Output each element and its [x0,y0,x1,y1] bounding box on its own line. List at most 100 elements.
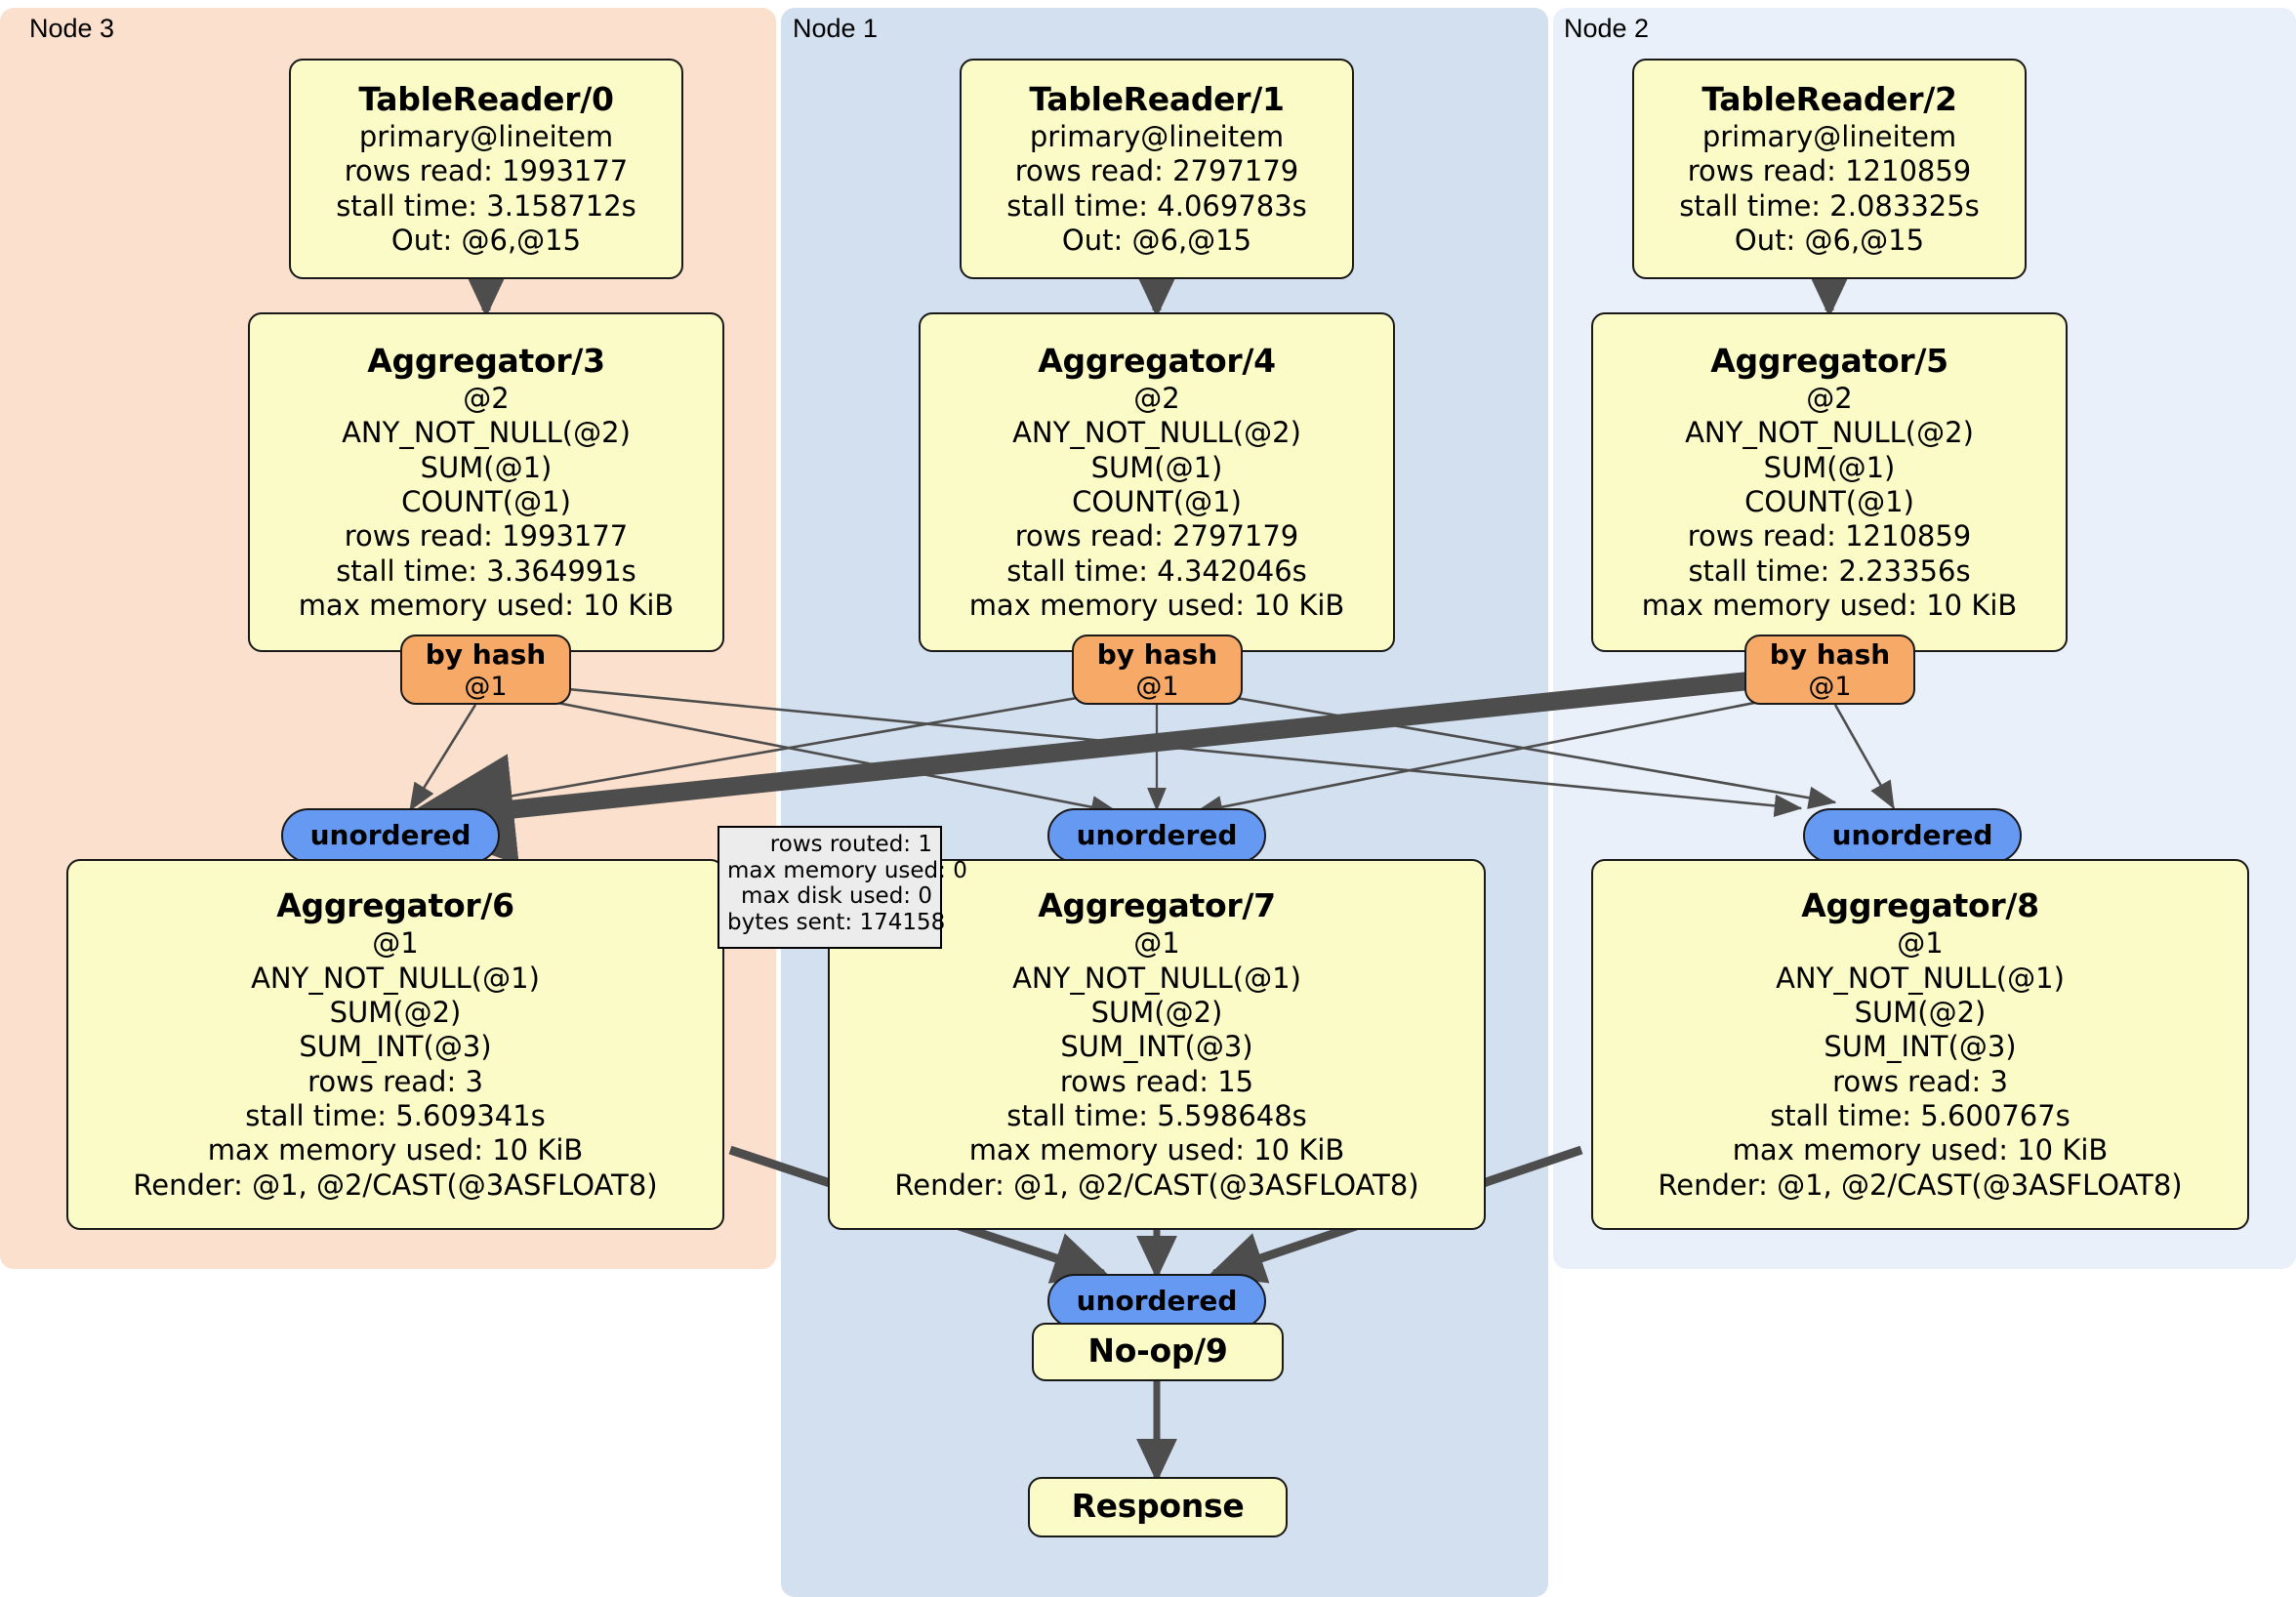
operator-detail: SUM(@1) [1090,450,1223,484]
operator-detail: @1 [1133,926,1180,961]
operator-detail: ANY_NOT_NULL(@2) [1685,416,1974,450]
operator-detail: rows read: 15 [1059,1064,1254,1098]
operator-detail: ANY_NOT_NULL(@2) [342,416,631,450]
operator-detail: stall time: 5.600767s [1770,1099,2070,1132]
stat-line: max memory used: 0 [727,857,967,883]
unordered-label: unordered [1831,818,1993,851]
operator-box-response[interactable]: Response [1028,1477,1288,1537]
operator-detail: rows read: 1210859 [1687,154,1972,188]
unordered-label: unordered [1076,818,1238,851]
unordered-label: unordered [309,818,472,851]
operator-title: Aggregator/5 [1710,341,1948,380]
operator-detail: SUM_INT(@3) [1060,1030,1253,1064]
operator-box-aggregator-4[interactable]: Aggregator/4 @2 ANY_NOT_NULL(@2) SUM(@1)… [919,312,1395,652]
operator-title: Aggregator/4 [1038,341,1276,380]
operator-detail: primary@lineitem [1029,119,1285,153]
by-hash-router-node-3[interactable]: by hash @1 [400,635,571,705]
unordered-synchronizer-node-2[interactable]: unordered [1803,808,2022,863]
operator-title: Aggregator/7 [1038,885,1276,924]
unordered-synchronizer-node-3[interactable]: unordered [281,808,500,863]
operator-detail: primary@lineitem [358,119,614,153]
operator-title: No-op/9 [1087,1331,1228,1371]
stat-line: bytes sent: 174158 [727,910,946,936]
operator-detail: @2 [1133,381,1180,415]
unordered-synchronizer-final[interactable]: unordered [1047,1274,1266,1329]
operator-detail: @1 [372,926,419,961]
by-hash-column: @1 [464,671,508,702]
operator-detail: stall time: 4.069783s [1006,188,1307,223]
by-hash-label: by hash [425,638,547,672]
by-hash-router-node-1[interactable]: by hash @1 [1072,635,1243,705]
cluster-label-node-2: Node 2 [1564,14,1650,43]
operator-detail: rows read: 2797179 [1014,519,1299,553]
operator-title: Aggregator/6 [276,885,514,924]
operator-detail: Render: @1, @2/CAST(@3ASFLOAT8) [133,1167,658,1202]
operator-detail: SUM(@2) [1090,995,1223,1029]
by-hash-column: @1 [1135,671,1179,702]
operator-detail: max memory used: 10 KiB [207,1133,584,1167]
operator-box-tablereader-1[interactable]: TableReader/1 primary@lineitem rows read… [960,59,1354,279]
operator-detail: Out: @6,@15 [1061,224,1252,257]
by-hash-column: @1 [1808,671,1852,702]
operator-detail: COUNT(@1) [1744,484,1914,518]
operator-detail: rows read: 1210859 [1687,519,1972,553]
operator-detail: rows read: 1993177 [344,154,629,188]
operator-detail: SUM(@1) [420,450,553,484]
operator-title: TableReader/1 [1029,79,1285,118]
by-hash-label: by hash [1769,638,1891,672]
operator-detail: rows read: 2797179 [1014,154,1299,188]
operator-detail: ANY_NOT_NULL(@2) [1012,416,1301,450]
operator-detail: SUM_INT(@3) [299,1030,492,1064]
operator-title: Response [1071,1487,1245,1526]
operator-detail: SUM(@1) [1763,450,1896,484]
operator-detail: COUNT(@1) [1072,484,1242,518]
operator-detail: stall time: 3.158712s [336,188,636,223]
operator-detail: stall time: 5.598648s [1006,1099,1307,1132]
operator-detail: stall time: 4.342046s [1006,553,1307,588]
operator-detail: @2 [1806,381,1853,415]
operator-box-tablereader-0[interactable]: TableReader/0 primary@lineitem rows read… [289,59,683,279]
operator-box-tablereader-2[interactable]: TableReader/2 primary@lineitem rows read… [1632,59,2027,279]
operator-detail: rows read: 3 [308,1064,483,1098]
operator-detail: max memory used: 10 KiB [968,589,1345,623]
operator-detail: SUM_INT(@3) [1824,1030,2017,1064]
operator-detail: ANY_NOT_NULL(@1) [1776,961,2065,995]
operator-detail: ANY_NOT_NULL(@1) [1012,961,1301,995]
operator-detail: SUM(@2) [329,995,462,1029]
operator-detail: max memory used: 10 KiB [1732,1133,2109,1167]
unordered-label: unordered [1076,1284,1238,1317]
operator-detail: stall time: 2.23356s [1688,553,1971,588]
operator-detail: rows read: 3 [1832,1064,2008,1098]
operator-title: Aggregator/8 [1801,885,2039,924]
operator-box-noop-9[interactable]: No-op/9 [1032,1323,1284,1381]
operator-box-aggregator-3[interactable]: Aggregator/3 @2 ANY_NOT_NULL(@2) SUM(@1)… [248,312,724,652]
operator-detail: Out: @6,@15 [1734,224,1925,257]
operator-detail: max memory used: 10 KiB [968,1133,1345,1167]
operator-detail: max memory used: 10 KiB [298,589,675,623]
operator-box-aggregator-8[interactable]: Aggregator/8 @1 ANY_NOT_NULL(@1) SUM(@2)… [1591,859,2249,1230]
stream-stats-box: rows routed: 1 max memory used: 0 max di… [718,826,967,949]
cluster-label-node-1: Node 1 [793,14,879,43]
operator-title: TableReader/2 [1702,79,1957,118]
operator-detail: stall time: 5.609341s [245,1099,546,1132]
operator-detail: @1 [1897,926,1944,961]
by-hash-label: by hash [1096,638,1218,672]
operator-detail: Render: @1, @2/CAST(@3ASFLOAT8) [894,1167,1419,1202]
operator-detail: SUM(@2) [1854,995,1987,1029]
by-hash-router-node-2[interactable]: by hash @1 [1744,635,1915,705]
operator-box-aggregator-5[interactable]: Aggregator/5 @2 ANY_NOT_NULL(@2) SUM(@1)… [1591,312,2068,652]
operator-detail: primary@lineitem [1702,119,1957,153]
stat-line: rows routed: 1 [769,832,932,857]
operator-box-aggregator-6[interactable]: Aggregator/6 @1 ANY_NOT_NULL(@1) SUM(@2)… [66,859,724,1230]
operator-detail: Render: @1, @2/CAST(@3ASFLOAT8) [1658,1167,2183,1202]
operator-detail: @2 [463,381,510,415]
operator-title: Aggregator/3 [367,341,605,380]
operator-detail: stall time: 3.364991s [336,553,636,588]
unordered-synchronizer-node-1[interactable]: unordered [1047,808,1266,863]
operator-detail: COUNT(@1) [401,484,571,518]
operator-detail: stall time: 2.083325s [1679,188,1980,223]
operator-title: TableReader/0 [358,79,614,118]
operator-detail: max memory used: 10 KiB [1641,589,2018,623]
cluster-label-node-3: Node 3 [29,14,115,43]
